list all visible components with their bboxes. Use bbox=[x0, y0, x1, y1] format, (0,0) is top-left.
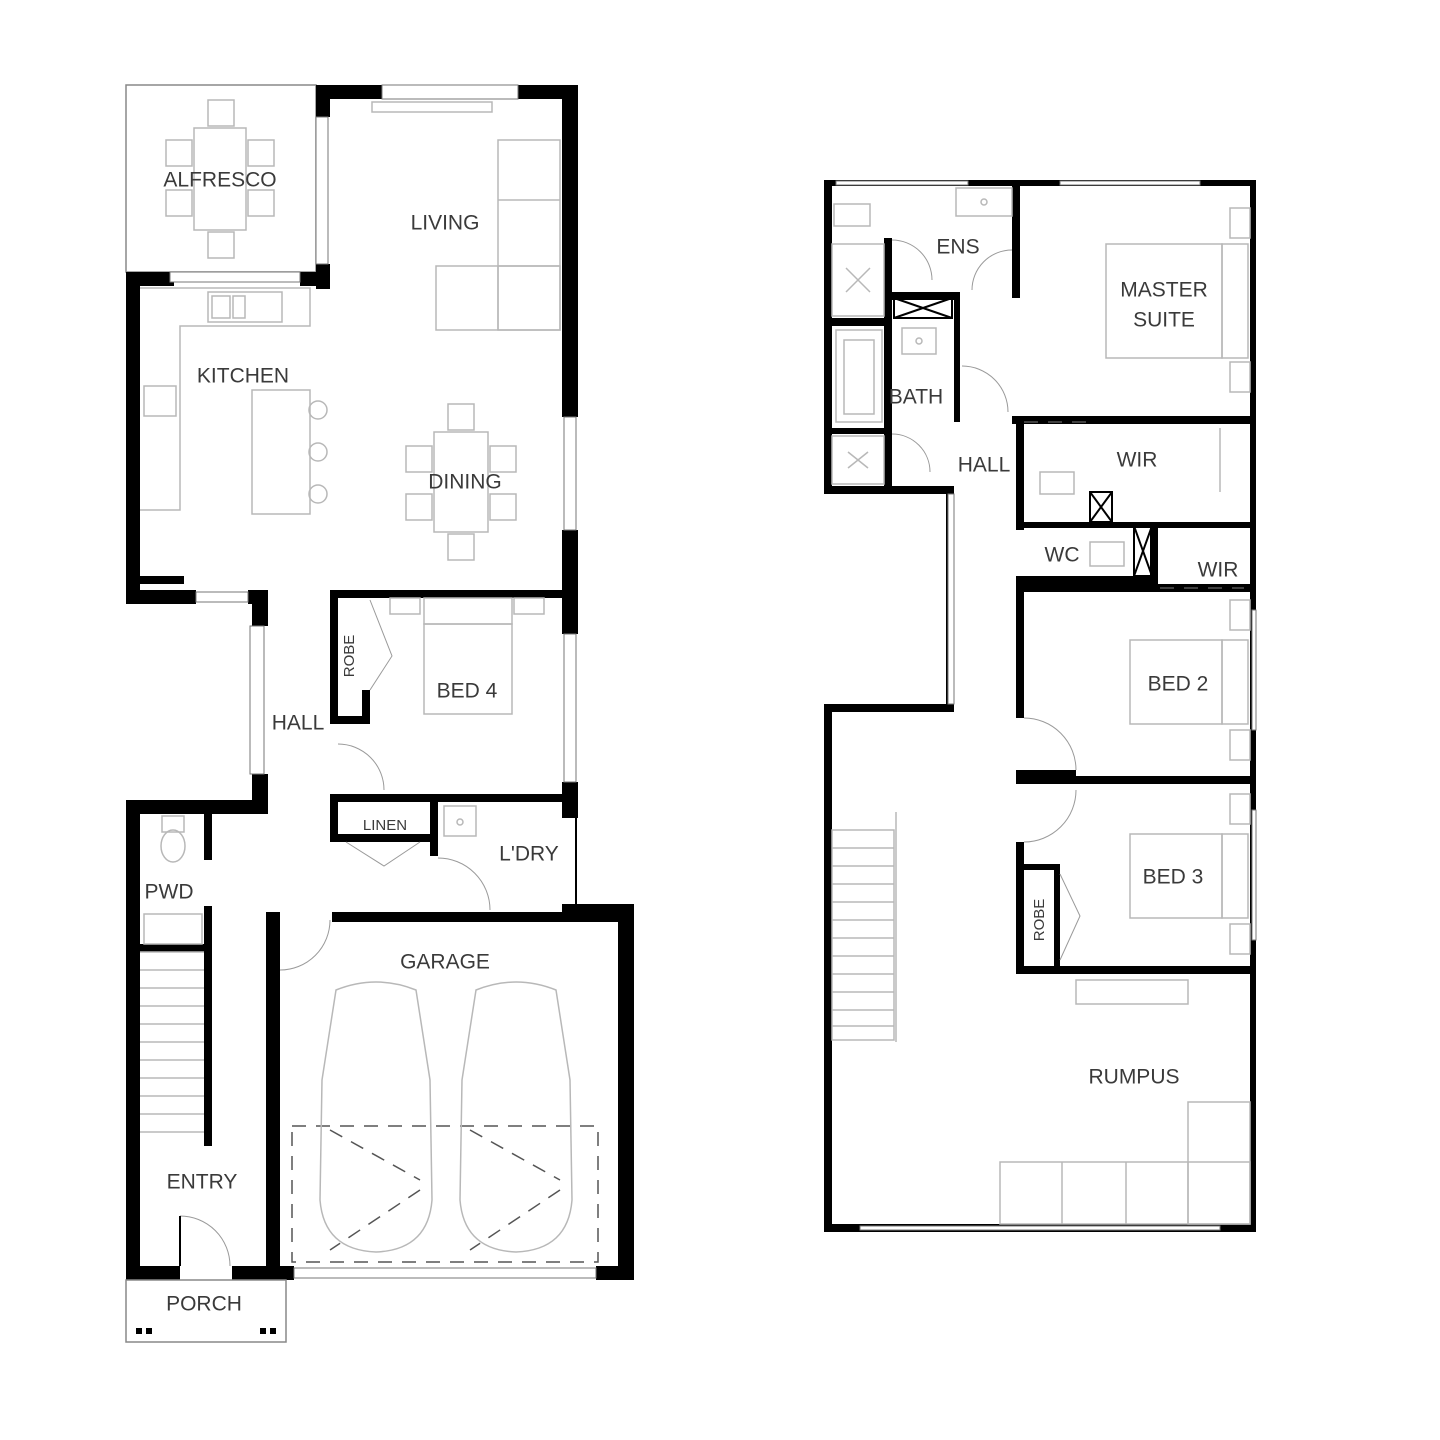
bed4-furniture bbox=[369, 597, 545, 715]
wir-wc bbox=[1024, 421, 1244, 589]
label-bed2: BED 2 bbox=[1148, 673, 1209, 696]
label-kitchen: KITCHEN bbox=[197, 365, 289, 388]
label-wir-bed2: WIR bbox=[1198, 559, 1239, 582]
label-ens: ENS bbox=[936, 236, 979, 259]
pwd-fixtures bbox=[140, 815, 204, 1133]
label-pwd: PWD bbox=[145, 881, 194, 904]
label-hall-upper: HALL bbox=[958, 454, 1011, 477]
ground-windows bbox=[169, 84, 597, 1279]
ground-doors bbox=[179, 743, 491, 1267]
label-robe-upper: ROBE bbox=[1031, 899, 1048, 942]
ground-labels: ALFRESCO LIVING KITCHEN DINING BED 4 ROB… bbox=[145, 169, 559, 1316]
rumpus-furniture bbox=[999, 979, 1251, 1225]
dining-table bbox=[405, 403, 517, 561]
label-dining: DINING bbox=[428, 471, 502, 494]
upper-stairs bbox=[831, 812, 897, 1042]
alfresco-table bbox=[165, 99, 275, 259]
porch-outline bbox=[125, 1279, 287, 1343]
linen-laundry bbox=[345, 805, 577, 904]
label-bath: BATH bbox=[889, 386, 943, 409]
upper-windows bbox=[835, 180, 1257, 1231]
label-porch: PORCH bbox=[166, 1293, 242, 1316]
label-rumpus: RUMPUS bbox=[1088, 1066, 1179, 1089]
label-laundry: L'DRY bbox=[499, 843, 559, 866]
master-bed bbox=[1105, 207, 1251, 393]
ground-stairs bbox=[140, 951, 204, 1133]
label-master-line1: MASTER bbox=[1120, 279, 1208, 302]
label-master-line2: SUITE bbox=[1133, 309, 1195, 332]
label-entry: ENTRY bbox=[167, 1171, 238, 1194]
upper-labels: ENS MASTER SUITE BATH HALL WIR WC WIR BE… bbox=[889, 236, 1239, 1089]
upper-floor: ENS MASTER SUITE BATH HALL WIR WC WIR BE… bbox=[824, 180, 1257, 1232]
label-hall-ground: HALL bbox=[272, 712, 325, 735]
kitchen-fixtures bbox=[140, 287, 328, 515]
label-linen: LINEN bbox=[363, 817, 407, 834]
upper-wet-areas bbox=[831, 187, 1013, 485]
ground-walls bbox=[126, 85, 634, 1280]
label-wir-master: WIR bbox=[1117, 449, 1158, 472]
garage-cars bbox=[291, 981, 599, 1263]
ground-floor: ALFRESCO LIVING KITCHEN DINING BED 4 ROB… bbox=[125, 84, 634, 1343]
label-bed4: BED 4 bbox=[437, 680, 498, 703]
label-alfresco: ALFRESCO bbox=[163, 169, 276, 192]
bedrooms-upper bbox=[1023, 599, 1251, 961]
living-sofa bbox=[371, 101, 561, 331]
label-bed3: BED 3 bbox=[1143, 866, 1204, 889]
label-garage: GARAGE bbox=[400, 951, 490, 974]
upper-walls bbox=[824, 180, 1256, 1232]
label-robe-ground: ROBE bbox=[341, 635, 358, 678]
label-wc: WC bbox=[1045, 544, 1080, 567]
label-living: LIVING bbox=[411, 212, 480, 235]
